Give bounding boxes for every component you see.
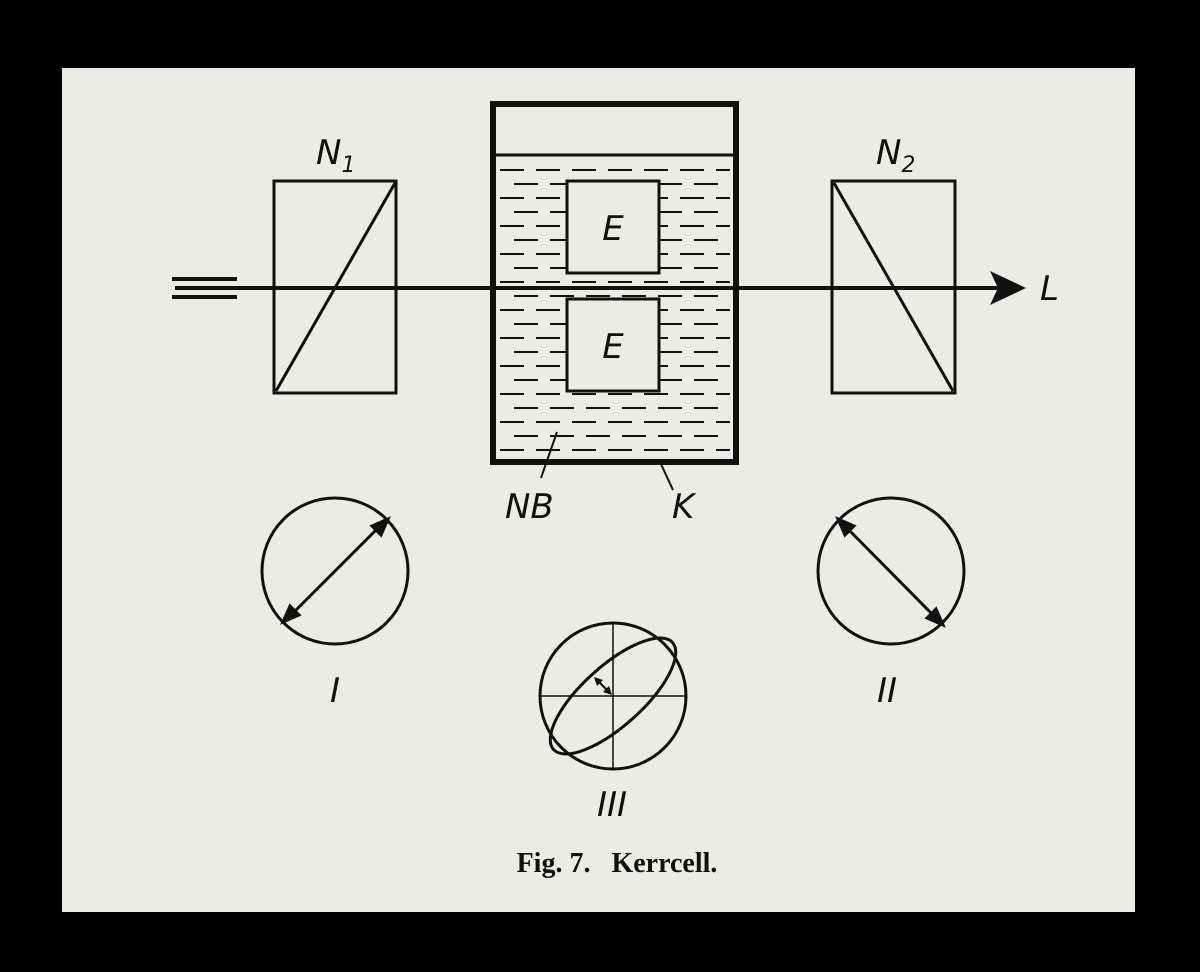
label-electrode-top: E xyxy=(602,209,624,249)
label-light: L xyxy=(1040,269,1059,309)
label-nb: NB xyxy=(505,487,554,527)
k-leader-line xyxy=(659,461,674,491)
light-beam-arrow xyxy=(172,271,1026,305)
figure-caption: Fig. 7. Kerrcell. xyxy=(517,848,718,879)
polarization-state-1 xyxy=(260,496,410,646)
label-electrode-bottom: E xyxy=(602,327,624,367)
label-state-3: III xyxy=(597,785,627,825)
electrode-bottom xyxy=(565,297,661,393)
polarization-state-2 xyxy=(816,496,966,646)
label-state-1: I xyxy=(330,671,340,711)
electrode-top xyxy=(565,179,661,275)
label-n2: N2 xyxy=(876,133,915,178)
label-state-2: II xyxy=(877,671,897,711)
kerr-cell xyxy=(490,101,739,465)
polarization-state-3 xyxy=(538,621,688,771)
nb-leader-line xyxy=(540,431,558,479)
label-k: K xyxy=(672,487,697,527)
label-n1: N1 xyxy=(316,133,355,178)
